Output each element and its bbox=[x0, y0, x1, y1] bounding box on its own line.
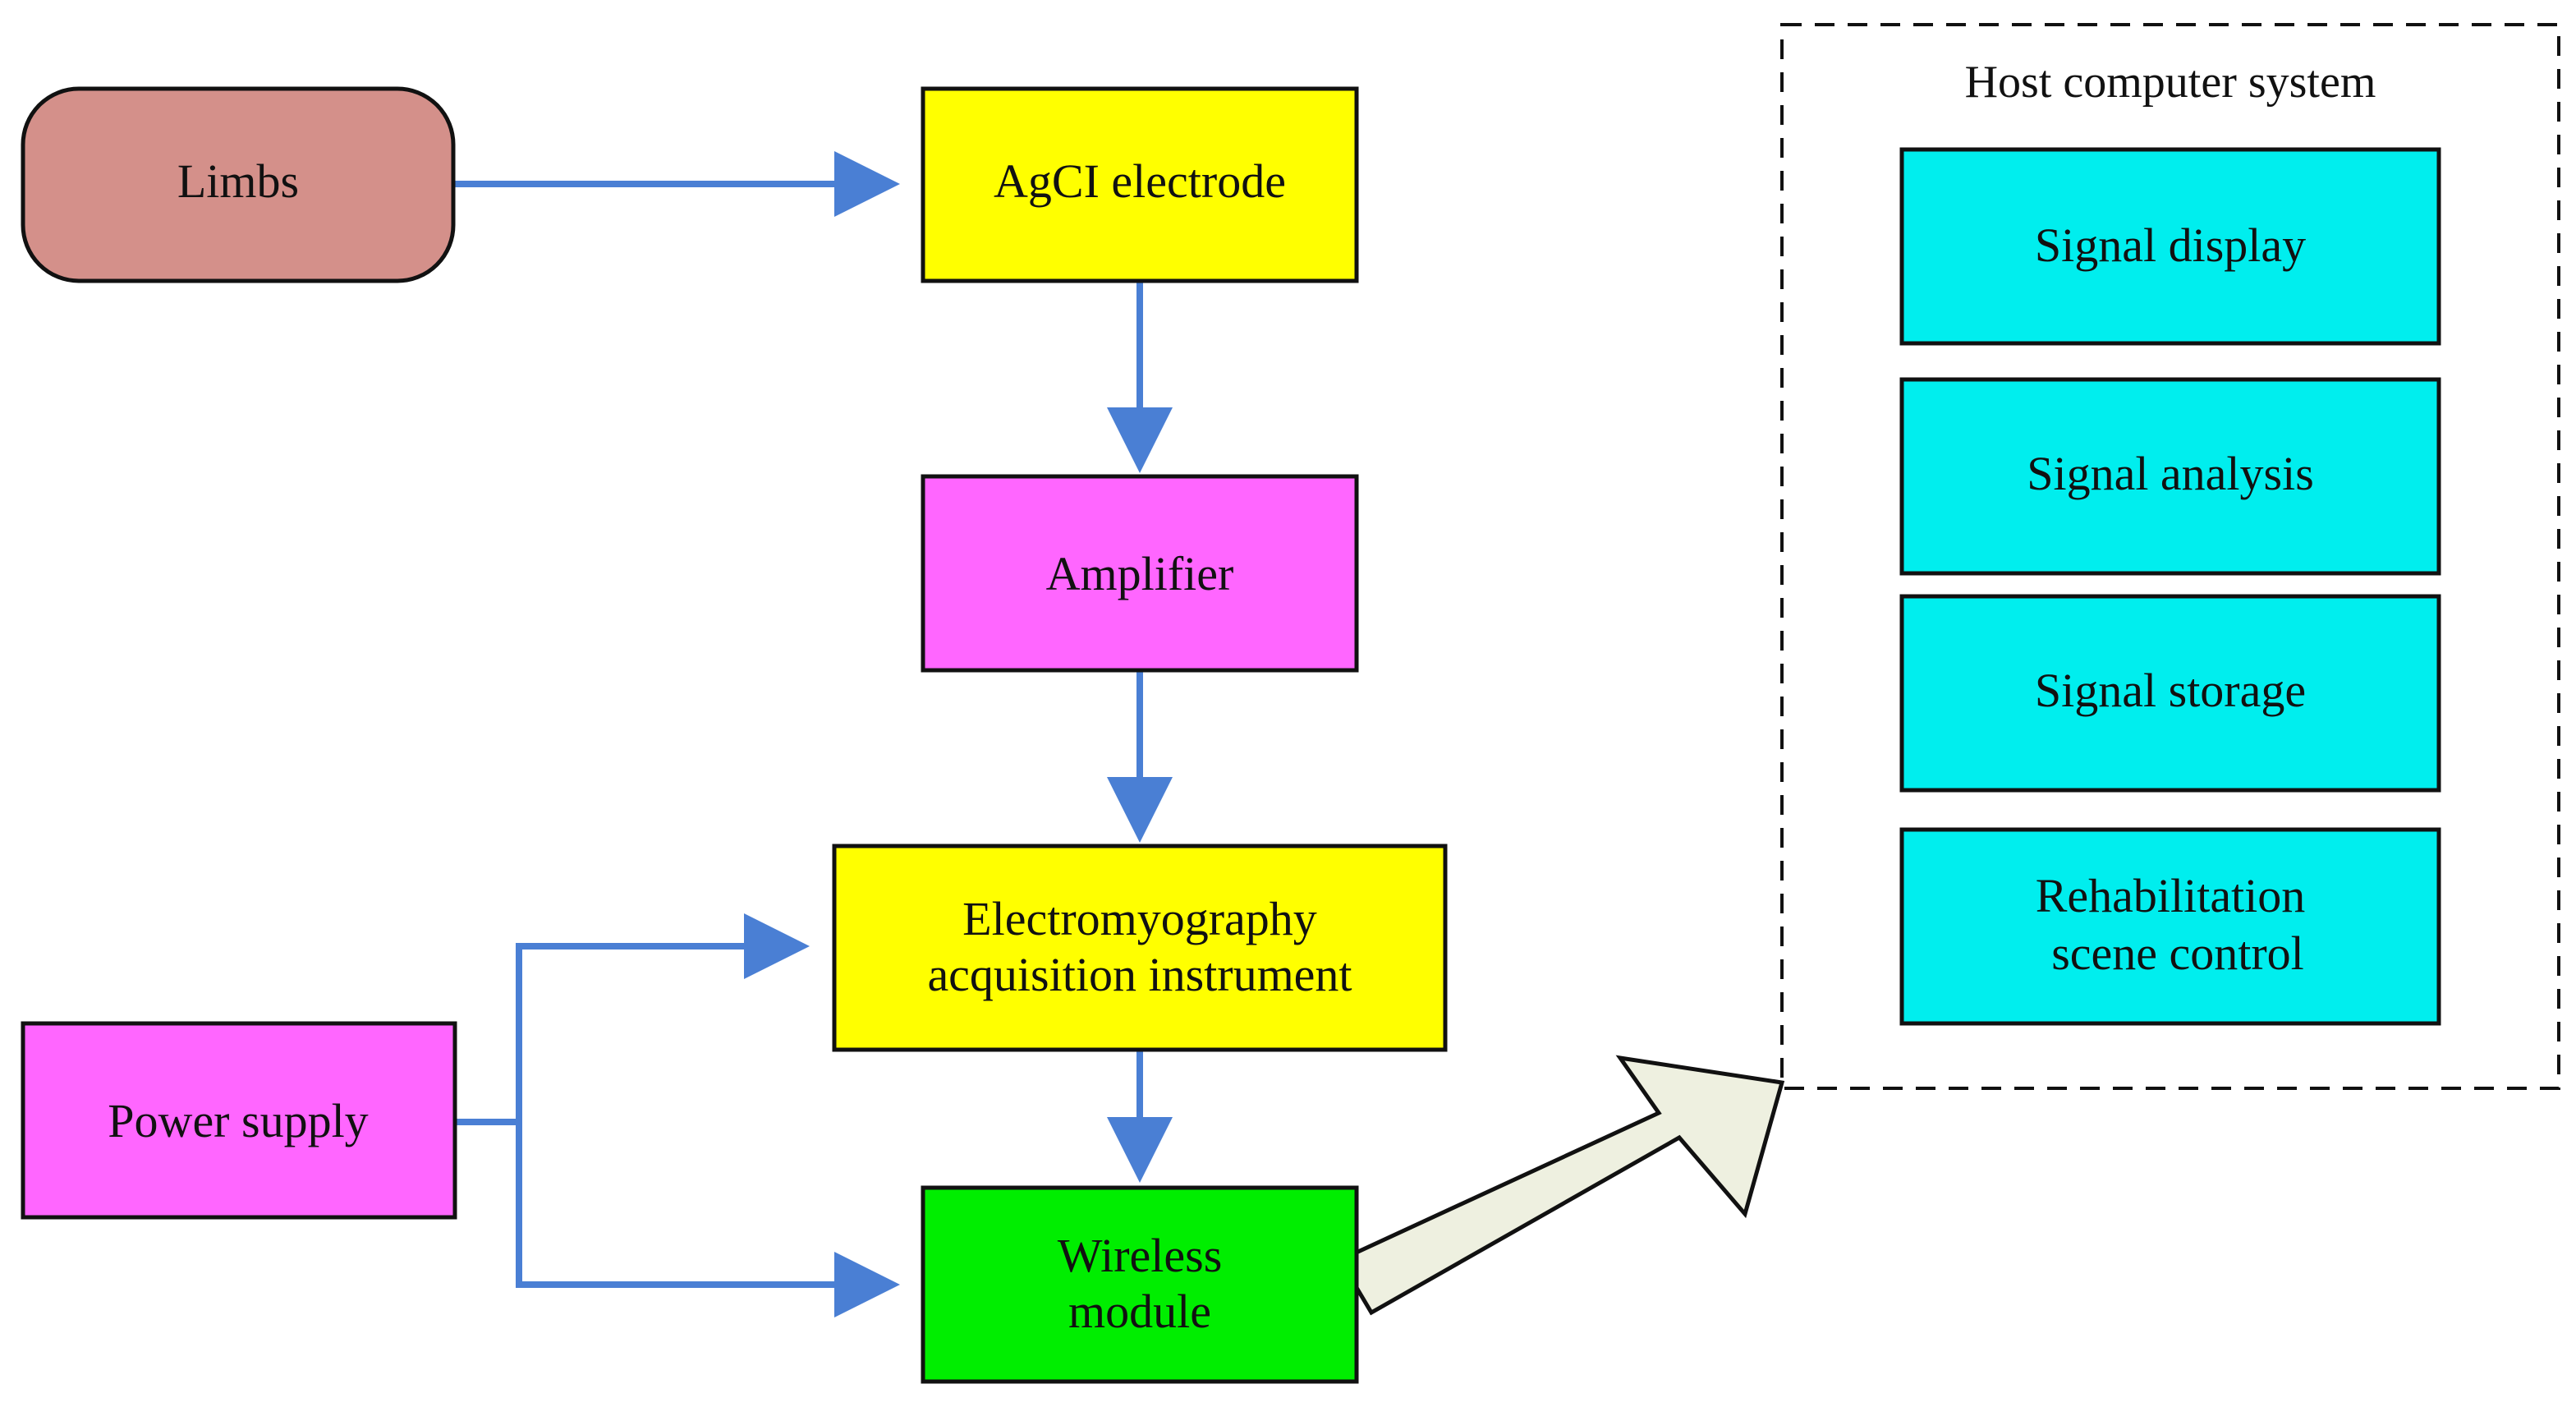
big-transfer-arrow bbox=[1337, 1055, 1785, 1316]
power-supply-label: Power supply bbox=[108, 1094, 368, 1147]
host-item-signal-display: Signal display bbox=[1899, 147, 2441, 346]
host-computer-title: Host computer system bbox=[1965, 57, 2376, 108]
node-limbs: Limbs bbox=[21, 86, 456, 283]
host-item-label: Signal storage bbox=[2035, 664, 2306, 717]
node-wireless-module: Wireless module bbox=[921, 1185, 1359, 1384]
host-item-signal-storage: Signal storage bbox=[1899, 594, 2441, 793]
host-item-label-line1: Rehabilitation bbox=[2036, 869, 2306, 922]
node-power-supply: Power supply bbox=[21, 1021, 457, 1220]
host-item-label-line2: scene control bbox=[2051, 927, 2304, 980]
amplifier-label: Amplifier bbox=[1046, 547, 1234, 600]
electrode-label: AgCI electrode bbox=[994, 154, 1286, 208]
limbs-label: Limbs bbox=[177, 154, 299, 208]
wireless-label-line2: module bbox=[1068, 1285, 1211, 1338]
node-agci-electrode: AgCI electrode bbox=[921, 86, 1359, 283]
host-item-label: Signal display bbox=[2035, 218, 2306, 272]
node-amplifier: Amplifier bbox=[921, 474, 1359, 673]
emg-label-line2: acquisition instrument bbox=[927, 948, 1352, 1001]
host-item-rehabilitation-scene-control: Rehabilitation scene control bbox=[1899, 827, 2441, 1026]
connector-power-to-emg bbox=[516, 913, 810, 1122]
emg-label-line1: Electromyography bbox=[962, 892, 1317, 945]
node-emg-acquisition-instrument: Electromyography acquisition instrument bbox=[832, 844, 1448, 1052]
wireless-label-line1: Wireless bbox=[1058, 1229, 1223, 1282]
host-item-label: Signal analysis bbox=[2027, 447, 2314, 500]
host-item-signal-analysis: Signal analysis bbox=[1899, 377, 2441, 576]
connector-power-to-wireless bbox=[516, 1122, 900, 1317]
